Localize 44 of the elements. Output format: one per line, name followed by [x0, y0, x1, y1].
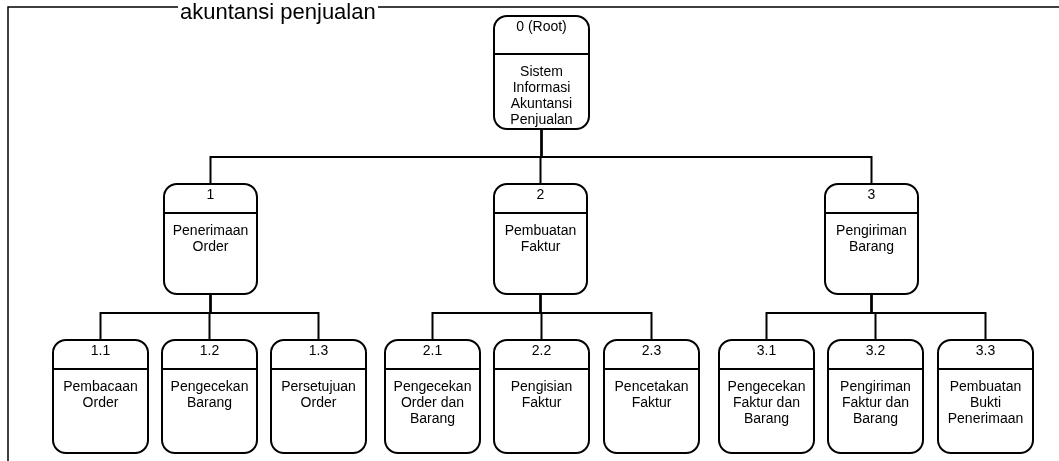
process-number: 2.3 [640, 343, 663, 358]
process-number: 3.3 [974, 343, 997, 358]
process-box [270, 339, 367, 454]
process-number: 1.2 [198, 343, 221, 358]
process-number: 1.1 [89, 343, 112, 358]
process-number: 3.2 [864, 343, 887, 358]
process-number: 3 [866, 187, 877, 202]
process-number: 1 [205, 187, 216, 202]
process-name: Pengecekan Barang [169, 378, 250, 410]
process-box [163, 183, 258, 295]
process-name: Pembacaan Order [62, 378, 139, 410]
process-box [161, 339, 258, 454]
process-box [493, 183, 588, 295]
process-number: 2.1 [421, 343, 444, 358]
process-box [824, 183, 919, 295]
diagram-title: akuntansi penjualan [178, 0, 378, 24]
process-name: Pengiriman Barang [835, 222, 908, 254]
process-name: Pengecekan Faktur dan Barang [726, 378, 807, 426]
process-name: Pengisian Faktur [509, 378, 574, 410]
process-name: Pengecekan Order dan Barang [392, 378, 473, 426]
process-number: 3.1 [755, 343, 778, 358]
process-box [937, 339, 1034, 454]
process-name: Pembuatan Bukti Penerimaan [946, 378, 1025, 426]
process-box [718, 339, 815, 454]
process-number: 1.3 [307, 343, 330, 358]
process-box [52, 339, 149, 454]
process-number: 2 [535, 187, 546, 202]
process-name: Persetujuan Order [280, 378, 357, 410]
process-box [603, 339, 700, 454]
connector-line [870, 294, 987, 340]
process-box [493, 15, 590, 130]
connector-line [540, 129, 873, 184]
process-box [493, 339, 590, 454]
connector-line [209, 294, 320, 340]
process-name: Pencetakan Faktur [613, 378, 690, 410]
process-name: Sistem Informasi Akuntansi Penjualan [509, 63, 574, 127]
process-box [384, 339, 481, 454]
process-box [827, 339, 924, 454]
connector-line [539, 294, 653, 340]
process-number: 0 (Root) [515, 19, 568, 34]
process-name: Pengiriman Faktur dan Barang [839, 378, 912, 426]
process-name: Pembuatan Faktur [503, 222, 578, 254]
process-number: 2.2 [530, 343, 553, 358]
process-name: Penerimaan Order [171, 222, 250, 254]
